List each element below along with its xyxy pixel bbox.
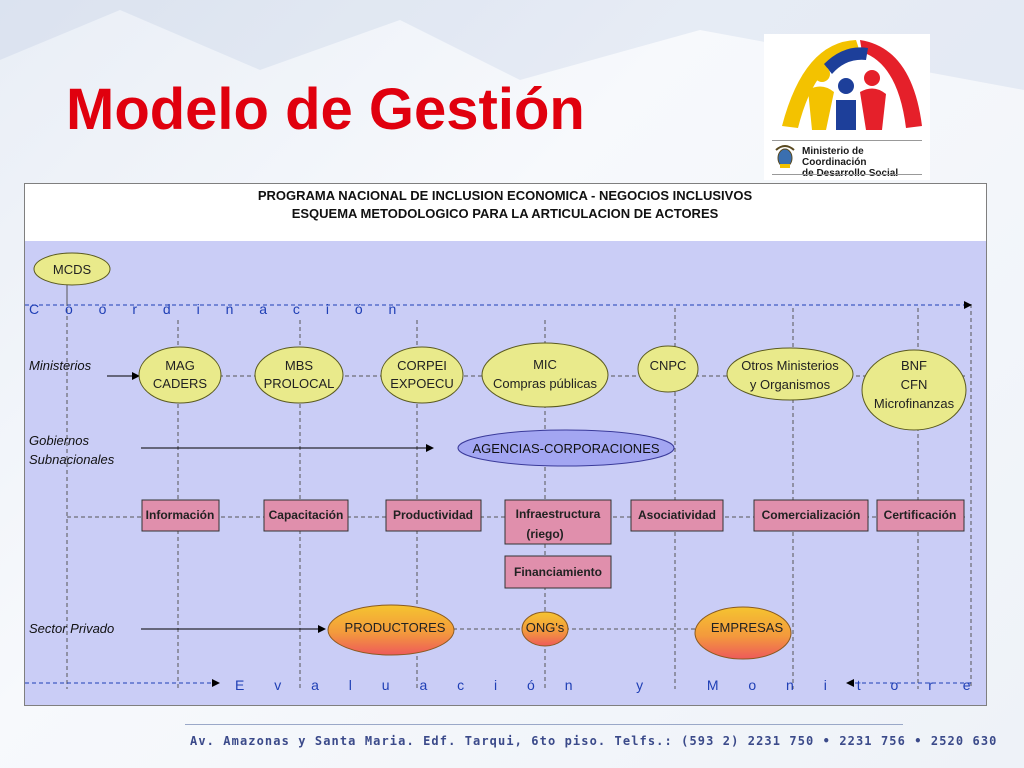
mcds-label: MCDS (53, 262, 92, 277)
footer-address: Av. Amazonas y Santa Maria. Edf. Tarqui,… (190, 734, 998, 748)
function-label: Certificación (884, 508, 957, 522)
function-box (504, 499, 612, 545)
ministry-label: BNF (901, 358, 927, 373)
ministry-label: y Organismos (750, 377, 831, 392)
function-label: Capacitación (269, 508, 344, 522)
ministry-label: PROLOCAL (264, 376, 335, 391)
logo-divider-bottom (772, 174, 922, 175)
function-label: Información (146, 508, 215, 522)
logo-caption: Ministerio de Coordinación de Desarrollo… (802, 146, 930, 179)
ministry-label: MBS (285, 358, 314, 373)
private-label: PRODUCTORES (345, 620, 446, 635)
private-sector: PRODUCTORES ONG's EMPRESAS (327, 604, 792, 660)
function-label: Comercialización (762, 508, 861, 522)
ecuador-coat-of-arms-icon (775, 145, 795, 168)
ministry-label: CORPEI (397, 358, 447, 373)
ministry-label: EXPOECU (390, 376, 454, 391)
function-label: (riego) (526, 527, 563, 541)
function-box (753, 499, 869, 532)
function-label: Asociatividad (638, 508, 716, 522)
function-box (630, 499, 724, 532)
private-label: ONG's (526, 620, 565, 635)
coordinacion-label: C o o r d i n a c i ó n (29, 301, 407, 317)
ministry-node (861, 349, 967, 431)
function-box (141, 499, 220, 532)
agencias-label: AGENCIAS-CORPORACIONES (472, 441, 659, 456)
row-label-gobiernos-2: Subnacionales (29, 452, 115, 467)
private-label: EMPRESAS (711, 620, 784, 635)
function-label: Infraestructura (516, 507, 601, 521)
logo-people-icon (782, 40, 922, 130)
functions: Información Capacitación Productividad I… (141, 499, 965, 545)
ministry-node (637, 345, 699, 393)
row-label-ministerios: Ministerios (29, 358, 92, 373)
function-box (876, 499, 965, 532)
ministry-node (254, 346, 344, 404)
ministry-label: Compras públicas (493, 376, 598, 391)
row-label-gobiernos-1: Gobiernos (29, 433, 89, 448)
financiamiento-label: Financiamiento (514, 565, 602, 579)
ministries: MAG CADERS MBS PROLOCAL CORPEI EXPOECU M… (138, 342, 967, 431)
function-box (385, 499, 482, 532)
logo-divider-top (772, 140, 922, 141)
ministry-node (138, 346, 222, 404)
ministry-label: MAG (165, 358, 195, 373)
diagram-header-line-1: PROGRAMA NACIONAL DE INCLUSION ECONOMICA… (258, 188, 753, 203)
slide-title: Modelo de Gestión (66, 77, 585, 142)
financiamiento-box (504, 555, 612, 589)
private-node (327, 604, 455, 656)
row-label-sector-privado: Sector Privado (29, 621, 114, 636)
evaluacion-label: E v a l u a c i ó n y M o n i t o r e o (235, 677, 986, 693)
diagram-panel (25, 241, 986, 705)
ministry-label: CADERS (153, 376, 208, 391)
ministry-label: CFN (901, 377, 928, 392)
logo-caption-line-2: de Desarrollo Social (802, 168, 899, 179)
diagram-header-line-2: ESQUEMA METODOLOGICO PARA LA ARTICULACIO… (292, 206, 719, 221)
agencias-node (457, 429, 675, 467)
background-watermark (0, 0, 1024, 90)
ministry-logo: Ministerio de Coordinación de Desarrollo… (764, 34, 930, 180)
ministry-node (481, 342, 609, 408)
logo-caption-line-1: Ministerio de Coordinación (802, 146, 867, 168)
footer-divider (185, 724, 903, 725)
ministry-label: MIC (533, 357, 557, 372)
ministry-label: Otros Ministerios (741, 358, 839, 373)
function-label: Productividad (393, 508, 473, 522)
ministry-node (380, 346, 464, 404)
ministry-node (726, 347, 854, 401)
function-box (263, 499, 349, 532)
methodology-diagram: PROGRAMA NACIONAL DE INCLUSION ECONOMICA… (24, 183, 987, 706)
private-node (694, 606, 792, 660)
ministry-label: Microfinanzas (874, 396, 955, 411)
ministry-label: CNPC (650, 358, 687, 373)
private-node (521, 611, 569, 647)
mcds-node (33, 252, 111, 286)
